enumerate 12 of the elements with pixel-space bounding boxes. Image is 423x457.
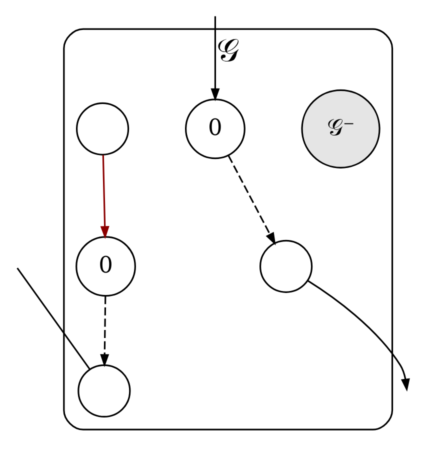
node-circle: 0	[184, 98, 245, 160]
arrow	[210, 16, 220, 102]
node-circle: 0	[75, 236, 136, 297]
arrow	[306, 280, 410, 392]
connector	[16, 268, 90, 370]
arrow	[100, 296, 109, 368]
node-circle: 𝒢⁻	[300, 89, 380, 168]
arrow	[100, 155, 109, 240]
arrow	[227, 155, 276, 246]
node-circle	[258, 240, 312, 293]
node-circle	[76, 102, 129, 156]
node-circle	[77, 364, 130, 418]
